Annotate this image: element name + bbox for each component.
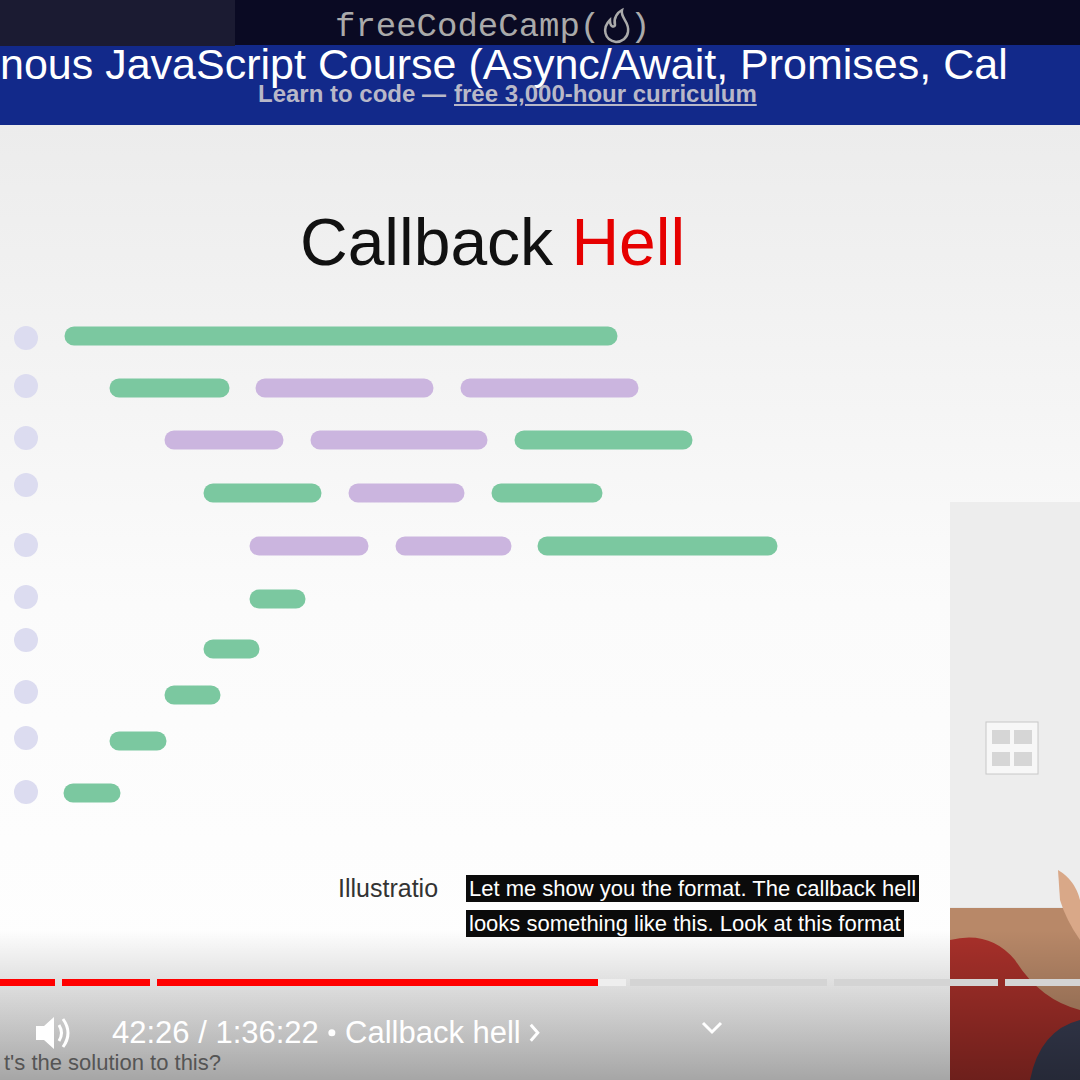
slide-title: Callback Hell (300, 205, 685, 281)
volume-icon (36, 1017, 68, 1049)
chapter-title: Callback hell (345, 1015, 521, 1051)
time-display: 42:26 / 1:36:22 (112, 1015, 319, 1051)
separator-dot (328, 1029, 335, 1036)
switch-plate (986, 722, 1038, 774)
slide-background (0, 125, 1080, 1080)
slide-text: t's the solution to this? (4, 1050, 221, 1075)
bullet-dots (14, 326, 38, 804)
figure-caption: Illustratio (338, 874, 438, 903)
code-bars (73, 336, 768, 793)
flame-icon (605, 10, 628, 42)
player-shade (0, 930, 1080, 1080)
subtitle-line: Let me show you the format. The callback… (466, 875, 919, 902)
tagline: Learn to code — (258, 80, 446, 108)
tagline-link: free 3,000-hour curriculum (454, 80, 757, 108)
subtitle-line: looks something like this. Look at this … (466, 910, 904, 937)
chapter-chevron (531, 1025, 538, 1041)
header-block (0, 0, 235, 46)
chevron-icon (703, 1023, 721, 1032)
progress-bar (0, 979, 1080, 986)
